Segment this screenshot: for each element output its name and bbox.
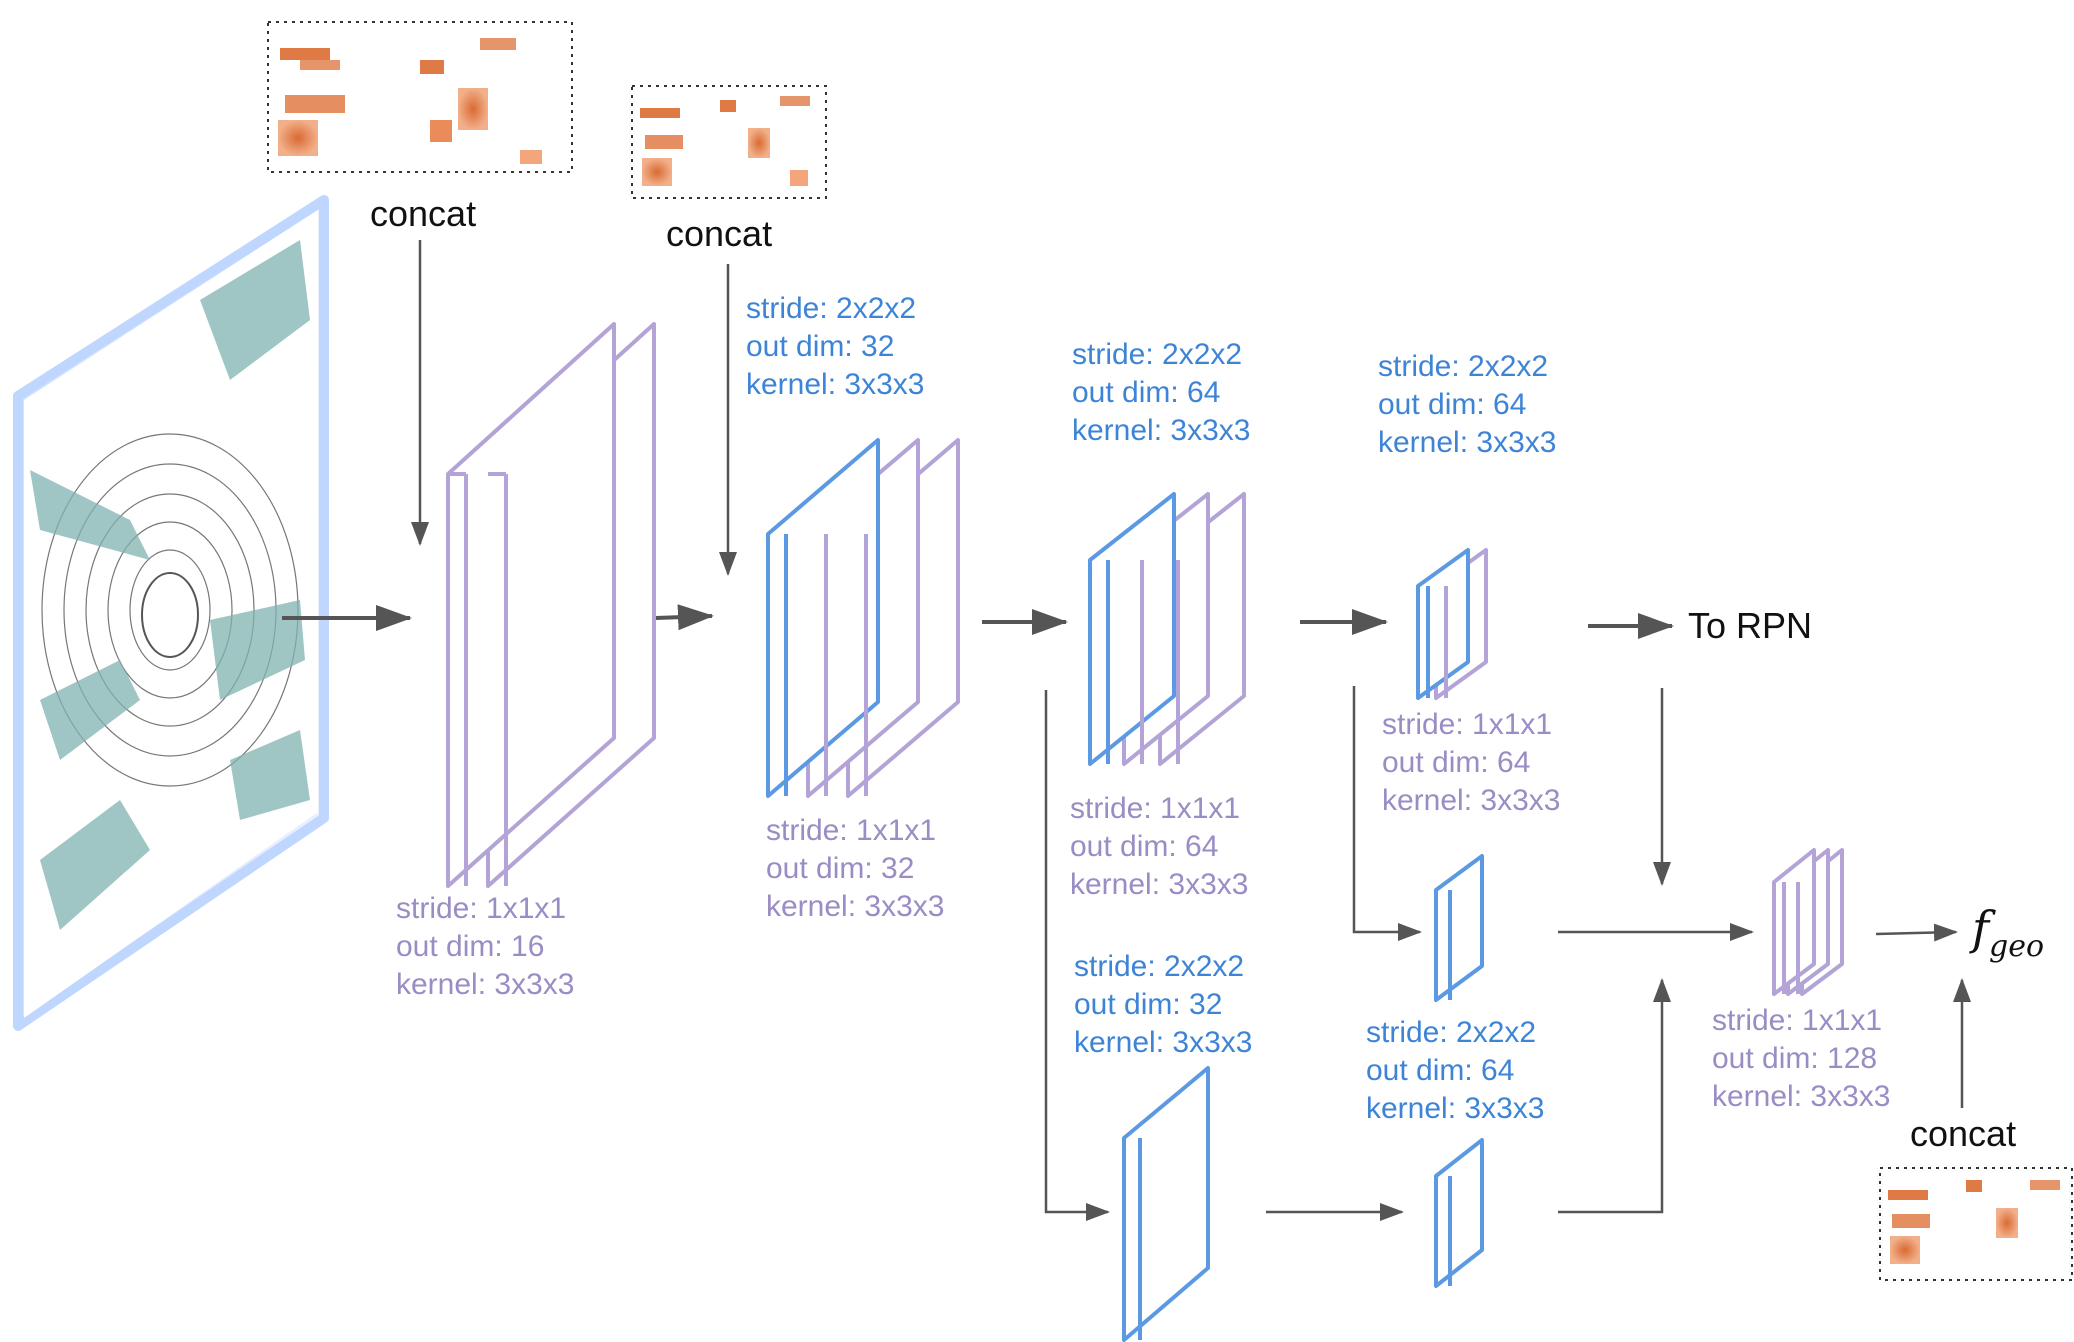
conv4-branch-slab <box>1434 854 1484 1002</box>
conv4-spec: stride: 1x1x1 out dim: 64 kernel: 3x3x3 <box>1382 708 1560 817</box>
conv2-spec-kernel: kernel: 3x3x3 <box>766 890 944 923</box>
branch-arrow-b-to-merge <box>1558 978 1671 1214</box>
conv3-spec-kernel: kernel: 3x3x3 <box>1070 868 1248 901</box>
branch-a-down-spec-kernel: kernel: 3x3x3 <box>1074 1026 1252 1059</box>
branch-arrow-conv4-down <box>1352 686 1422 941</box>
branch-b-block <box>1434 1138 1484 1288</box>
conv2-down-spec-outdim: out dim: 32 <box>746 330 894 363</box>
conv2-down-spec: stride: 2x2x2 out dim: 32 kernel: 3x3x3 <box>746 292 924 401</box>
conv3-spec-stride: stride: 1x1x1 <box>1070 792 1240 825</box>
to-rpn-label: To RPN <box>1688 605 1812 646</box>
conv4-down-spec-outdim: out dim: 64 <box>1378 388 1526 421</box>
conv4-down-spec-kernel: kernel: 3x3x3 <box>1378 426 1556 459</box>
conv2-down-spec-stride: stride: 2x2x2 <box>746 292 916 325</box>
pointcloud-ego-void <box>141 572 199 658</box>
conv3-down-spec-stride: stride: 2x2x2 <box>1072 338 1242 371</box>
conv4-branch-block <box>1434 854 1484 1002</box>
f-geo-label: fgeo <box>1969 901 2044 964</box>
conv4-spec-outdim: out dim: 64 <box>1382 746 1530 779</box>
fusion-arrow-to-output <box>1875 923 1958 942</box>
branch-a-down-spec-stride: stride: 2x2x2 <box>1074 950 1244 983</box>
input-pointcloud-panel <box>13 195 329 1031</box>
concat-thumbnail-3 <box>1879 1167 2073 1281</box>
conv3-spec: stride: 1x1x1 out dim: 64 kernel: 3x3x3 <box>1070 792 1248 901</box>
conv3-down-spec: stride: 2x2x2 out dim: 64 kernel: 3x3x3 <box>1072 338 1250 447</box>
conv4-down-spec: stride: 2x2x2 out dim: 64 kernel: 3x3x3 <box>1378 350 1556 459</box>
branch-b-down-spec: stride: 2x2x2 out dim: 64 kernel: 3x3x3 <box>1366 1016 1544 1125</box>
branch-a-block <box>1122 1066 1210 1342</box>
conv2-spec-stride: stride: 1x1x1 <box>766 814 936 847</box>
conv2-block <box>766 438 960 798</box>
fusion-block <box>1772 848 1844 996</box>
conv4-slab-down <box>1416 548 1470 700</box>
fusion-spec-kernel: kernel: 3x3x3 <box>1712 1080 1890 1113</box>
conv2-spec-outdim: out dim: 32 <box>766 852 914 885</box>
branch-arrow-conv3-down <box>1044 690 1110 1221</box>
branch-b-down-spec-outdim: out dim: 64 <box>1366 1054 1514 1087</box>
conv1-slab-front <box>446 322 616 888</box>
branch-b-down-spec-kernel: kernel: 3x3x3 <box>1366 1092 1544 1125</box>
conv1-block <box>446 322 656 888</box>
fusion-spec-outdim: out dim: 128 <box>1712 1042 1877 1075</box>
concat-thumbnail-1 <box>267 21 573 173</box>
concat-label-1: concat <box>370 193 476 234</box>
conv3-down-spec-outdim: out dim: 64 <box>1072 376 1220 409</box>
conv3-down-spec-kernel: kernel: 3x3x3 <box>1072 414 1250 447</box>
conv4-spec-stride: stride: 1x1x1 <box>1382 708 1552 741</box>
branch-a-down-spec: stride: 2x2x2 out dim: 32 kernel: 3x3x3 <box>1074 950 1252 1059</box>
conv1-spec-kernel: kernel: 3x3x3 <box>396 968 574 1001</box>
branch-a-slab <box>1122 1066 1210 1342</box>
conv3-block <box>1088 492 1246 766</box>
branch-a-down-spec-outdim: out dim: 32 <box>1074 988 1222 1021</box>
conv4-block <box>1416 548 1488 700</box>
conv4-spec-kernel: kernel: 3x3x3 <box>1382 784 1560 817</box>
concat-label-3: concat <box>1910 1113 2016 1154</box>
fusion-spec: stride: 1x1x1 out dim: 128 kernel: 3x3x3 <box>1712 1004 1890 1113</box>
pointcloud-obstacles <box>30 240 310 930</box>
conv2-spec: stride: 1x1x1 out dim: 32 kernel: 3x3x3 <box>766 814 944 923</box>
conv3-slab-down <box>1088 492 1176 766</box>
branch-b-down-spec-stride: stride: 2x2x2 <box>1366 1016 1536 1049</box>
conv1-spec-stride: stride: 1x1x1 <box>396 892 566 925</box>
conv4-down-spec-stride: stride: 2x2x2 <box>1378 350 1548 383</box>
fusion-spec-stride: stride: 1x1x1 <box>1712 1004 1882 1037</box>
conv3-spec-outdim: out dim: 64 <box>1070 830 1218 863</box>
conv1-spec: stride: 1x1x1 out dim: 16 kernel: 3x3x3 <box>396 892 574 1001</box>
conv2-slab-down <box>766 438 880 798</box>
conv2-down-spec-kernel: kernel: 3x3x3 <box>746 368 924 401</box>
branch-b-slab <box>1434 1138 1484 1288</box>
concat-label-2: concat <box>666 213 772 254</box>
concat-thumbnail-2 <box>631 85 827 199</box>
f-geo-subscript: geo <box>1989 929 2044 964</box>
conv1-spec-outdim: out dim: 16 <box>396 930 544 963</box>
